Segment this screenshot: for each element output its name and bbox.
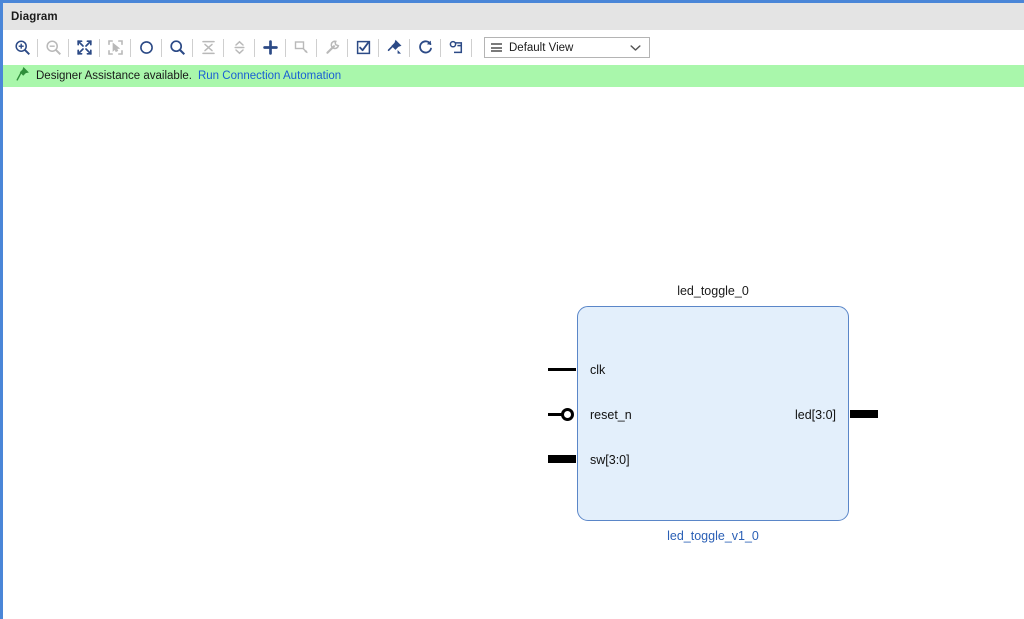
fit-to-window-icon[interactable]	[72, 36, 96, 60]
expand-all-icon[interactable]	[227, 36, 251, 60]
panel-title-bar: Diagram	[3, 3, 1024, 30]
toolbar-separator	[254, 38, 255, 57]
diagram-canvas[interactable]: led_toggle_0 clk reset_n sw[3:0] led[3:0…	[3, 87, 1024, 619]
toolbar-separator	[161, 38, 162, 57]
run-connection-automation-link[interactable]: Run Connection Automation	[197, 70, 342, 82]
add-module-icon[interactable]	[289, 36, 313, 60]
toolbar-separator	[409, 38, 410, 57]
ip-block-body[interactable]: clk reset_n sw[3:0] led[3:0]	[577, 306, 849, 521]
validate-design-icon[interactable]	[351, 36, 375, 60]
toolbar-separator	[68, 38, 69, 57]
add-ip-icon[interactable]	[258, 36, 282, 60]
ip-block-vlnv-name[interactable]: led_toggle_v1_0	[667, 529, 759, 543]
toolbar-separator	[347, 38, 348, 57]
toolbar-separator	[223, 38, 224, 57]
port-label-reset-n: reset_n	[590, 408, 632, 422]
ip-block-led-toggle-0[interactable]: led_toggle_0 clk reset_n sw[3:0] led[3:0…	[548, 284, 878, 543]
toolbar-separator	[192, 38, 193, 57]
designer-assistance-message: Designer Assistance available.	[36, 70, 192, 82]
port-pin-reset-n[interactable]	[548, 412, 564, 416]
toolbar-separator	[440, 38, 441, 57]
port-pin-clk[interactable]	[548, 367, 576, 371]
chevron-down-icon	[630, 39, 641, 57]
ip-block-instance-name: led_toggle_0	[677, 284, 749, 298]
port-label-sw: sw[3:0]	[590, 453, 630, 467]
search-icon[interactable]	[165, 36, 189, 60]
diagram-toolbar: Default View	[3, 30, 1024, 65]
port-pin-led[interactable]	[850, 410, 878, 418]
port-label-led: led[3:0]	[794, 408, 836, 422]
view-select[interactable]: Default View	[484, 37, 650, 58]
toolbar-separator	[37, 38, 38, 57]
page-title: Diagram	[11, 10, 58, 23]
pushpin-icon	[16, 66, 29, 86]
collapse-all-icon[interactable]	[196, 36, 220, 60]
designer-assistance-banner: Designer Assistance available. Run Conne…	[3, 65, 1024, 87]
port-inversion-bubble-reset-n	[561, 407, 574, 421]
customize-block-icon[interactable]	[320, 36, 344, 60]
toolbar-separator	[130, 38, 131, 57]
reload-icon[interactable]	[413, 36, 437, 60]
toolbar-separator	[99, 38, 100, 57]
zoom-to-selection-icon[interactable]	[103, 36, 127, 60]
toolbar-separator	[471, 38, 472, 57]
refresh-layout-icon[interactable]	[134, 36, 158, 60]
port-label-clk: clk	[590, 363, 606, 377]
highlight-icon[interactable]	[444, 36, 468, 60]
list-view-icon	[491, 43, 502, 52]
port-pin-sw[interactable]	[548, 455, 576, 463]
toolbar-separator	[378, 38, 379, 57]
view-select-value: Default View	[509, 41, 574, 54]
toolbar-separator	[316, 38, 317, 57]
zoom-out-icon[interactable]	[41, 36, 65, 60]
toolbar-separator	[285, 38, 286, 57]
zoom-in-icon[interactable]	[10, 36, 34, 60]
pin-interfaces-icon[interactable]	[382, 36, 406, 60]
